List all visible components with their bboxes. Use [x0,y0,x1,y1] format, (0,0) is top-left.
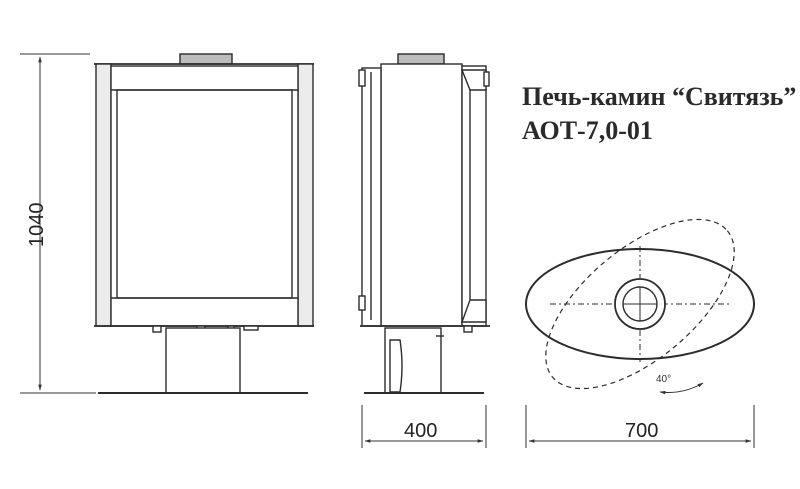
front-pedestal [165,327,241,394]
depth-dimension-label: 400 [404,420,438,442]
side-flue [397,53,445,65]
front-flue [179,53,233,65]
product-model: АОТ-7,0-01 [522,116,653,145]
width-dimension-label: 700 [625,420,659,442]
front-right-pillar [297,63,314,327]
side-view [358,53,490,394]
angle-arc [659,382,704,395]
front-view [94,53,314,394]
height-dimension-label: 1040 [26,202,48,248]
product-title: Печь-камин “Свитязь” [522,82,797,111]
dimension-lines [20,53,755,448]
rotation-angle-label: 40° [656,374,672,385]
side-door-edge [461,65,487,327]
side-body [380,63,463,327]
front-left-pillar [95,63,112,327]
top-view [525,218,755,395]
